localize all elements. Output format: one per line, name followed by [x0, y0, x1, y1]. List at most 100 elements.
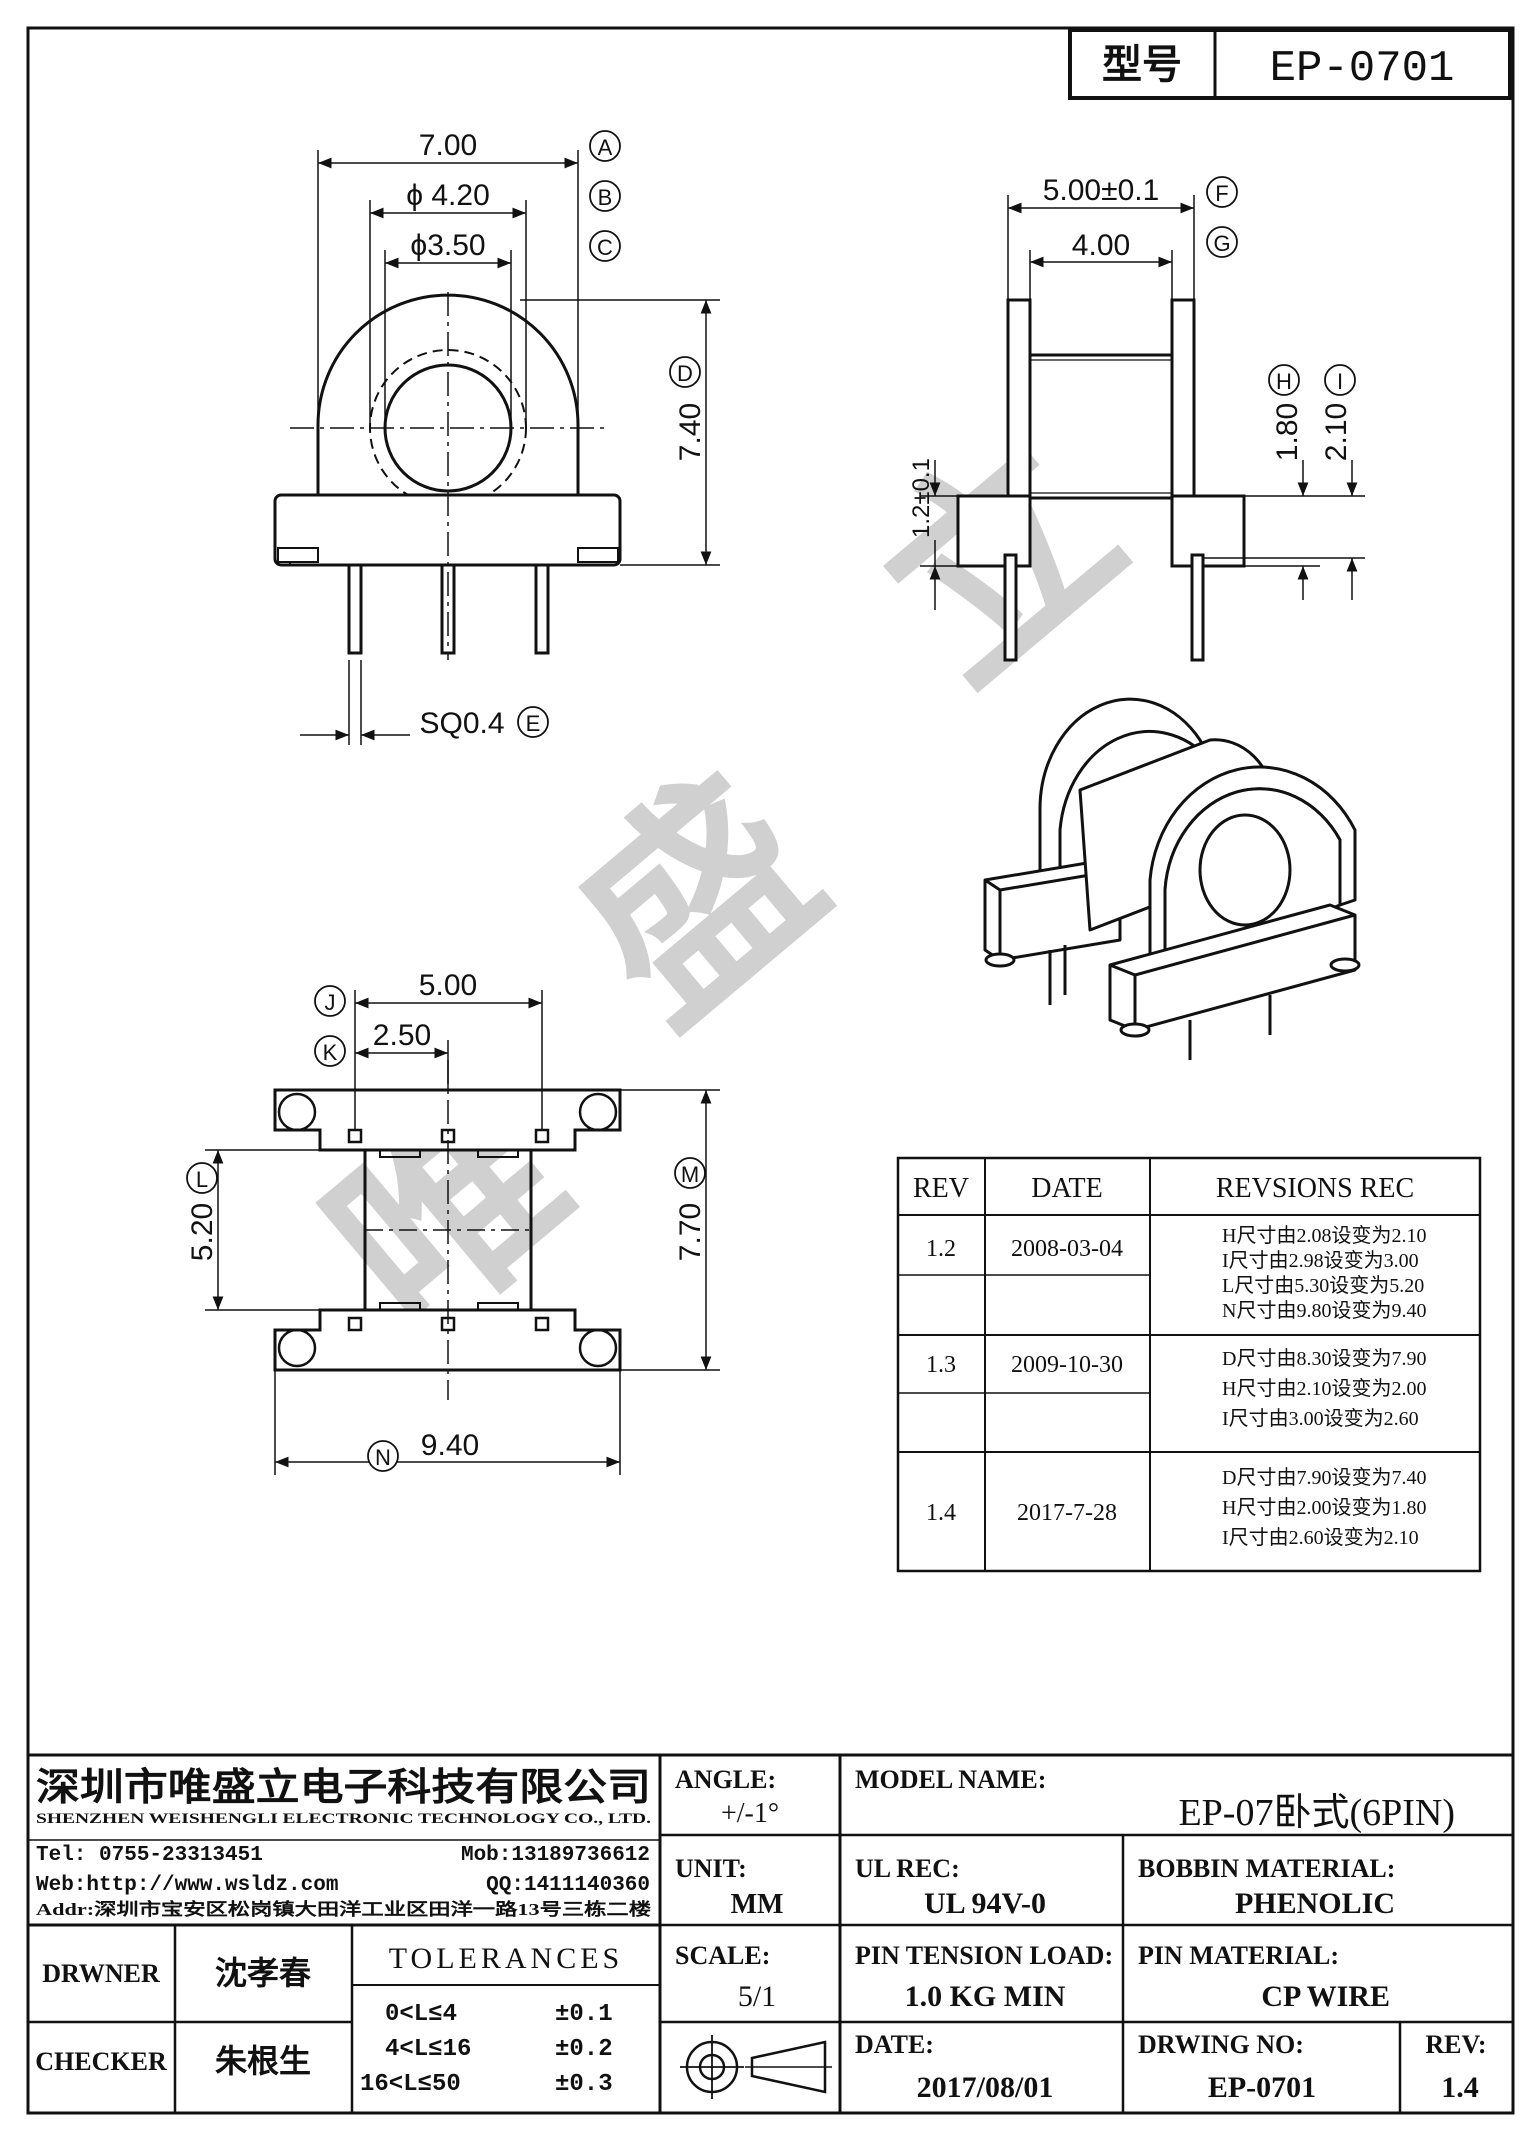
svg-text:G: G	[1213, 231, 1230, 256]
watermark-char-2: 盛	[538, 738, 863, 1066]
dim-d-value: 7.40	[674, 403, 707, 461]
pin-material-label: PIN MATERIAL:	[1138, 1941, 1339, 1970]
callout-e: E	[517, 706, 549, 738]
callout-a: A	[589, 130, 621, 162]
rev-row-2-rev: 1.3	[926, 1352, 956, 1378]
tolerances-label: TOLERANCES	[389, 1942, 623, 1975]
rev-row-2-note-3: I尺寸由3.00设变为2.60	[1222, 1407, 1419, 1430]
dim-b-value: ϕ 4.20	[406, 179, 490, 212]
ul-label: UL REC:	[855, 1854, 960, 1883]
rev-row-1-note-4: N尺寸由9.80设变为9.40	[1222, 1299, 1426, 1322]
pin-material-value: CP WIRE	[1261, 1980, 1390, 2013]
rev-row-1-note-1: H尺寸由2.08设变为2.10	[1222, 1224, 1426, 1247]
unit-value: MM	[731, 1889, 784, 1920]
rev-row-3-note-2: H尺寸由2.00设变为1.80	[1222, 1496, 1426, 1519]
company-qq: QQ:1411140360	[486, 1874, 650, 1897]
front-view	[273, 150, 720, 745]
side-pin-right	[1190, 553, 1205, 662]
front-view-labels: 7.00 ϕ 4.20 ϕ3.50 7.40 SQ0.4 A B C D E	[406, 129, 707, 740]
callout-l: L	[186, 1162, 218, 1194]
title-block: 深圳市唯盛立电子科技有限公司 SHENZHEN WEISHENGLI ELECT…	[26, 1753, 1515, 2115]
projection-symbol	[680, 2035, 832, 2099]
checker-value: 朱根生	[215, 2043, 311, 2079]
drawer-label: DRWNER	[42, 1959, 160, 1988]
dim-side-value: 1.2±0.1	[908, 458, 935, 538]
rev-row-1-note-3: L尺寸由5.30设变为5.20	[1222, 1274, 1424, 1297]
header-model-label: 型号	[1102, 42, 1182, 87]
dim-n-value: 9.40	[421, 1429, 479, 1462]
pin-tension-label: PIN TENSION LOAD:	[855, 1941, 1113, 1970]
model-name-label: MODEL NAME:	[855, 1765, 1046, 1794]
header-model-value: EP-0701	[1270, 44, 1455, 94]
rev-header-rec: REVSIONS REC	[1216, 1173, 1414, 1204]
tolerance-value-1: ±0.1	[555, 2001, 613, 2028]
svg-text:F: F	[1215, 181, 1228, 206]
tolerance-range-1: 0<L≤4	[385, 2001, 457, 2028]
side-view-labels: 5.00±0.1 4.00 1.80 2.10 1.2±0.1 F G H I	[908, 174, 1356, 538]
rev-row-3-rev: 1.4	[926, 1500, 956, 1526]
tolerance-value-3: ±0.3	[555, 2071, 613, 2098]
date-label: DATE:	[855, 2030, 934, 2059]
front-pin-1	[347, 563, 363, 655]
company-name-en: SHENZHEN WEISHENGLI ELECTRONIC TECHNOLOG…	[36, 1811, 651, 1827]
date-value: 2017/08/01	[917, 2071, 1054, 2104]
callout-j: J	[314, 985, 346, 1017]
header-model-box: 型号 EP-0701	[1068, 28, 1512, 100]
front-pin-3	[534, 563, 550, 655]
svg-text:N: N	[375, 1445, 391, 1470]
dim-h-value: 1.80	[1271, 403, 1304, 461]
callout-g: G	[1206, 226, 1238, 258]
scale-label: SCALE:	[675, 1941, 770, 1970]
callout-h: H	[1268, 364, 1300, 396]
tolerance-range-2: 4<L≤16	[385, 2036, 471, 2063]
callout-d: D	[669, 356, 701, 388]
drawer-value: 沈孝春	[215, 1955, 311, 1991]
svg-text:M: M	[681, 1162, 699, 1187]
dim-g-value: 4.00	[1072, 229, 1130, 262]
dim-m-value: 7.70	[674, 1203, 707, 1261]
company-name-cn: 深圳市唯盛立电子科技有限公司	[36, 1767, 651, 1809]
checker-label: CHECKER	[35, 2047, 167, 2076]
iso-bore	[1198, 813, 1292, 927]
rev-row-3-date: 2017-7-28	[1017, 1500, 1117, 1526]
drawing-no-value: EP-0701	[1208, 2071, 1316, 2104]
side-pin-left	[1003, 553, 1018, 662]
svg-text:L: L	[196, 1167, 208, 1192]
dim-a-value: 7.00	[419, 129, 477, 162]
svg-text:E: E	[526, 711, 541, 736]
callout-c: C	[589, 230, 621, 262]
bobbin-material-label: BOBBIN MATERIAL:	[1138, 1854, 1395, 1883]
svg-text:B: B	[598, 185, 613, 210]
side-view	[920, 195, 1365, 662]
tolerance-value-2: ±0.2	[555, 2036, 613, 2063]
rev-row-2-note-2: H尺寸由2.10设变为2.00	[1222, 1377, 1426, 1400]
revision-table: REV DATE REVSIONS REC 1.2 2008-03-04 H尺寸…	[896, 1156, 1482, 1573]
pin-tension-value: 1.0 KG MIN	[905, 1980, 1066, 2013]
svg-text:H: H	[1276, 369, 1292, 394]
svg-text:K: K	[323, 1040, 338, 1065]
company-addr: Addr:深圳市宝安区松岗镇大田洋工业区田洋一路13号三栋二楼	[36, 1899, 651, 1919]
callout-m: M	[674, 1157, 706, 1189]
rev-row-1-note-2: I尺寸由2.98设变为3.00	[1222, 1249, 1419, 1272]
rev-row-2-date: 2009-10-30	[1011, 1352, 1123, 1378]
rev-value: 1.4	[1441, 2071, 1479, 2104]
svg-text:C: C	[597, 235, 613, 260]
side-base-left	[956, 494, 1032, 568]
bottom-view	[205, 990, 720, 1475]
scale-value: 5/1	[738, 1980, 776, 2013]
bobbin-material-value: PHENOLIC	[1235, 1887, 1395, 1920]
angle-value: +/-1°	[721, 1798, 779, 1829]
unit-label: UNIT:	[675, 1854, 747, 1883]
ul-value: UL 94V-0	[924, 1887, 1046, 1920]
svg-text:A: A	[598, 135, 613, 160]
rev-header-rev: REV	[913, 1173, 969, 1204]
company-tel: Tel: 0755-23313451	[36, 1844, 263, 1867]
model-name-value: EP-07卧式(6PIN)	[1178, 1792, 1455, 1834]
svg-text:I: I	[1337, 369, 1343, 394]
company-mob: Mob:13189736612	[461, 1844, 650, 1867]
drawing-no-label: DRWING NO:	[1138, 2030, 1304, 2059]
callout-i: I	[1324, 364, 1356, 396]
dim-e-value: SQ0.4	[419, 707, 504, 740]
rev-row-1-rev: 1.2	[926, 1236, 956, 1262]
